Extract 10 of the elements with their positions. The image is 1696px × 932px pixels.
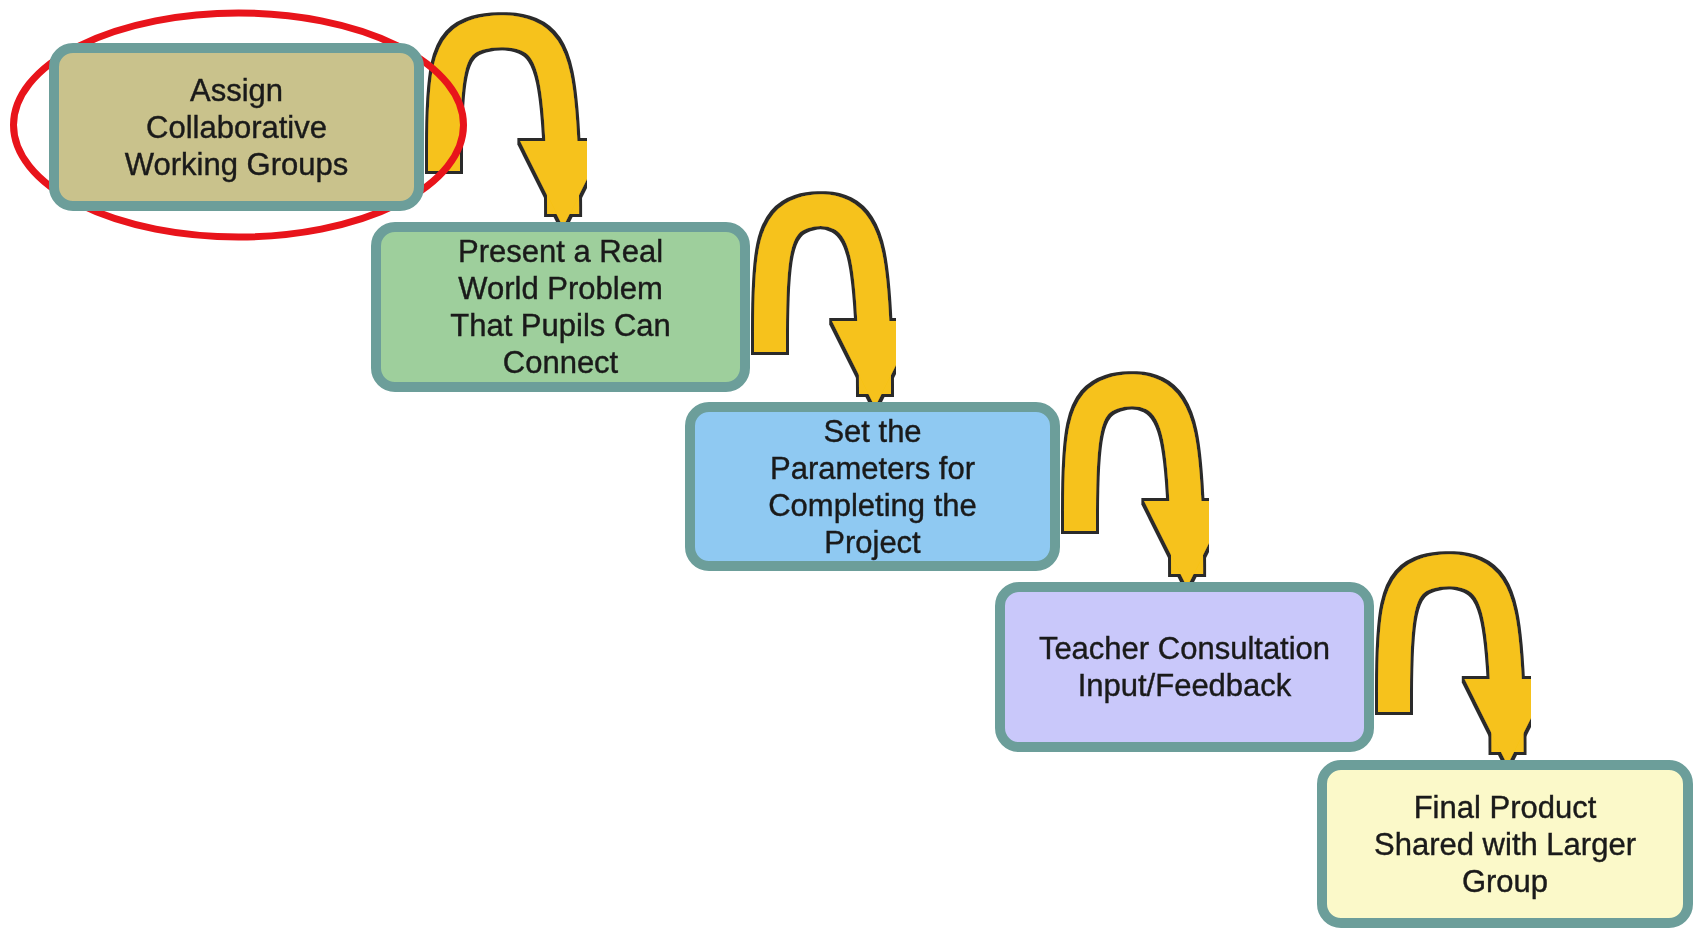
- step-box: [685, 402, 1060, 571]
- step-box: [1317, 760, 1693, 928]
- step-label: Teacher Consultation Input/Feedback: [1037, 630, 1332, 704]
- step-label: Present a Real World Problem That Pupils Can Connect: [449, 233, 672, 381]
- step-box: [995, 582, 1374, 752]
- step-box: [49, 43, 424, 211]
- step-label: Assign Collaborative Working Groups: [123, 71, 350, 183]
- step-box: [371, 222, 750, 392]
- step-label: Final Product Shared with Larger Group: [1373, 788, 1637, 900]
- step-label: Set the Parameters for Completing the Project: [767, 412, 978, 561]
